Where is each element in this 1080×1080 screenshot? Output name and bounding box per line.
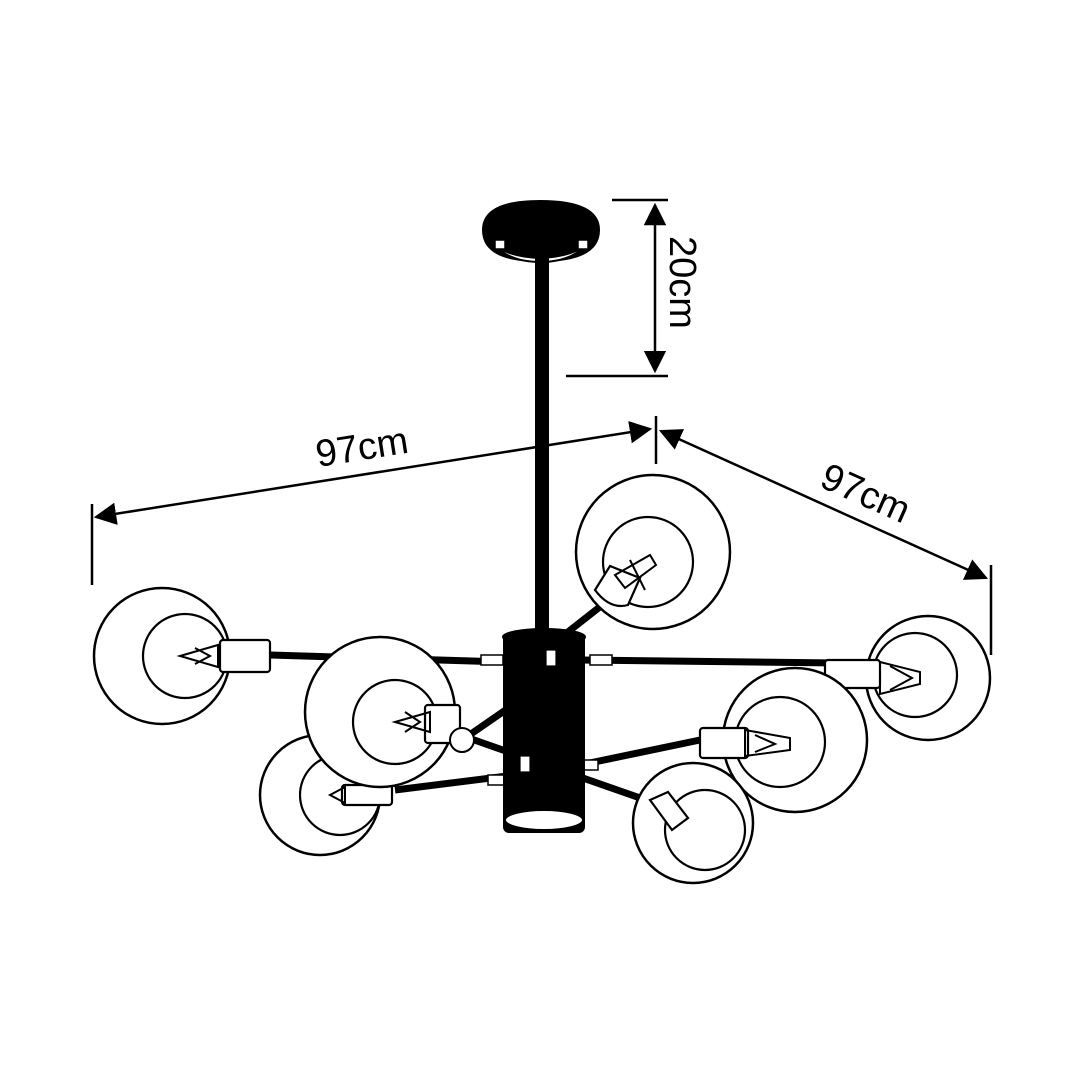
globe-far-right xyxy=(823,614,992,742)
globe-front-left xyxy=(303,635,475,789)
downrod xyxy=(535,245,549,635)
height-dimension: 20cm xyxy=(566,198,703,378)
ceiling-canopy xyxy=(482,200,600,264)
height-label: 20cm xyxy=(661,236,703,329)
central-body xyxy=(502,628,586,833)
globe-mid-right xyxy=(698,666,869,814)
globe-bottom-right xyxy=(631,761,755,885)
width-dimension-left: 97cm xyxy=(90,416,658,585)
canopy-screw-left xyxy=(494,239,506,250)
canopy-screw-right xyxy=(577,239,589,250)
width-right-arrow xyxy=(658,429,989,580)
hidden-socket xyxy=(449,727,475,753)
width-left-arrow xyxy=(93,421,653,525)
width-right-label: 97cm xyxy=(814,456,916,532)
globe-far-left xyxy=(92,586,272,726)
arm-right xyxy=(579,656,841,667)
arm-mid-right xyxy=(579,736,701,769)
globe-top-right xyxy=(574,473,732,631)
width-left-label: 97cm xyxy=(313,420,411,476)
